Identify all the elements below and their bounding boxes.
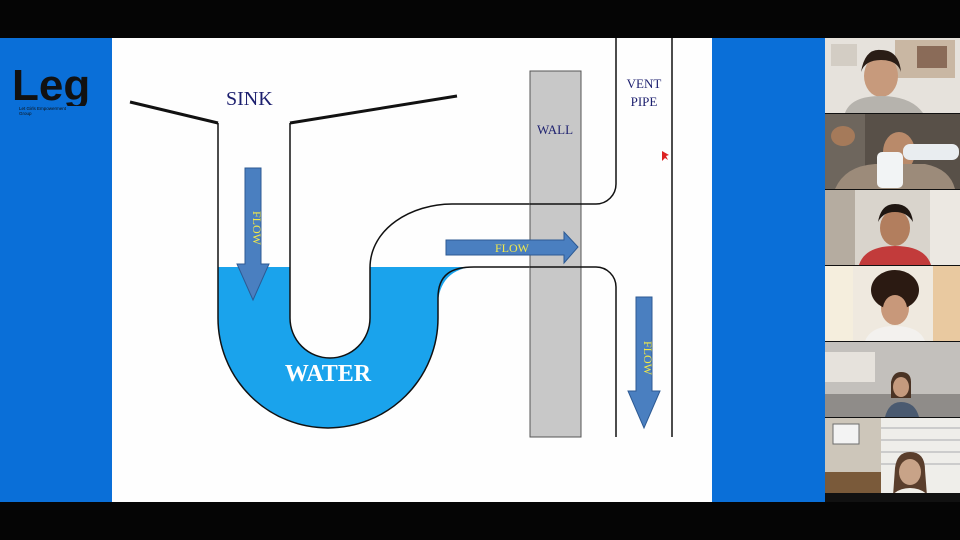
sink-basin-left-edge: [129, 100, 219, 125]
organization-logo: Leg: [10, 62, 110, 126]
vent-pipe-left-upper: [581, 38, 617, 205]
participant-2-video: [825, 114, 960, 189]
vent-label-line2: PIPE: [631, 94, 658, 109]
flow-arrow-horizontal: [445, 230, 579, 265]
participant-4-video: [825, 266, 960, 341]
flow-label-down-left: FLOW: [250, 211, 264, 246]
trap-inner-cutout: [290, 267, 370, 358]
wall-label: WALL: [537, 122, 573, 137]
water-label: WATER: [285, 361, 372, 387]
vent-label-line1: VENT: [627, 76, 662, 91]
water-fill: [218, 267, 532, 428]
participant-video-tile[interactable]: [825, 38, 960, 113]
leg-logo-mark: Leg: [12, 62, 90, 106]
participant-video-tile[interactable]: [825, 342, 960, 417]
flow-label-down-right: FLOW: [641, 341, 655, 376]
sink-label: SINK: [226, 88, 273, 110]
pvc-pipe-prop: [877, 152, 903, 188]
participant-1-face: [864, 55, 898, 97]
participant-5-video: [825, 342, 960, 417]
vent-pipe-left-lower: [581, 266, 617, 437]
flow-arrow-down-left: [236, 167, 270, 302]
participant-video-tile[interactable]: [825, 114, 960, 189]
participant-6-video: [825, 418, 960, 493]
participant-video-tile[interactable]: [825, 190, 960, 265]
letterbox-top: [0, 0, 960, 38]
participant-video-tile[interactable]: [825, 266, 960, 341]
participant-video-tile[interactable]: [825, 418, 960, 493]
screen-share-right-margin: [712, 38, 825, 502]
flow-label-horizontal: FLOW: [495, 241, 530, 255]
letterbox-bottom: [0, 502, 960, 540]
participant-1-video: [825, 38, 960, 113]
p-trap-diagram: SINK WALL VENT PIPE FLOW FLOW FLOW WATER: [129, 38, 673, 438]
mouse-cursor-icon: [662, 151, 669, 161]
participant-3-video: [825, 190, 960, 265]
sink-basin-right-edge: [289, 94, 458, 125]
trap-outer-wall: [217, 123, 530, 429]
flow-arrow-down-right: [627, 296, 661, 430]
screen-share-left-margin: [0, 38, 112, 502]
trap-inner-wall: [289, 123, 530, 359]
logo-mark-text: Leg: [12, 62, 90, 106]
logo-subtitle: Let Girls Empowerment Group: [19, 106, 67, 116]
participant-3-face: [880, 210, 910, 246]
